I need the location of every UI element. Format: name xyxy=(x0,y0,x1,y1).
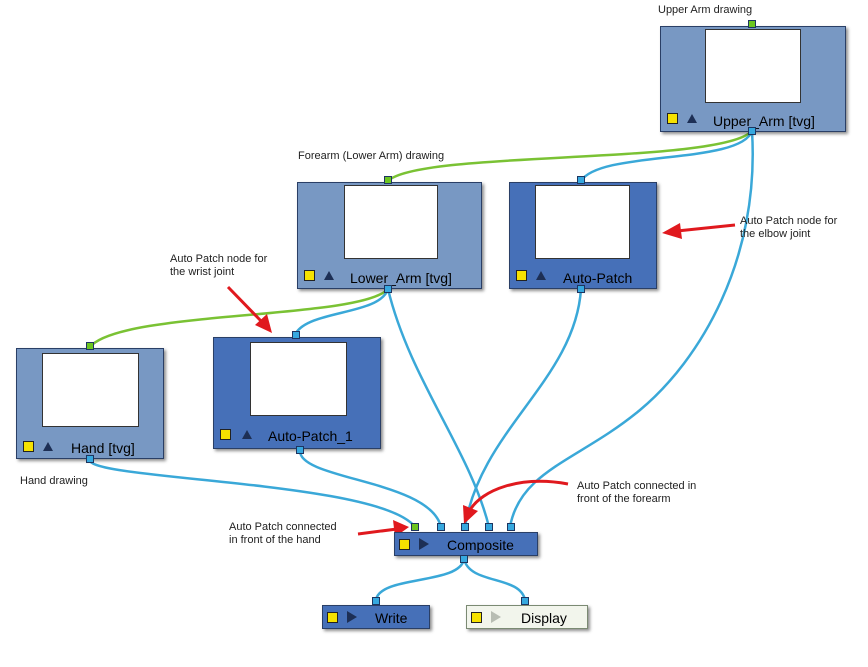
auto-patch-output-port[interactable] xyxy=(577,285,585,293)
node-label: Write xyxy=(375,610,408,626)
yellow-square-icon[interactable] xyxy=(220,429,231,440)
triangle-icon[interactable] xyxy=(536,271,546,280)
composite-input-port-2[interactable] xyxy=(437,523,445,531)
annotation-hand-front: Auto Patch connected in front of the han… xyxy=(229,521,337,546)
wire-lowerarm-to-hand xyxy=(89,288,389,348)
write-input-port[interactable] xyxy=(372,597,380,605)
hand-output-port[interactable] xyxy=(86,455,94,463)
node-hand[interactable]: Hand [tvg] xyxy=(16,348,164,459)
triangle-icon[interactable] xyxy=(242,430,252,439)
wire-hand-to-composite xyxy=(88,457,416,528)
node-thumbnail xyxy=(705,29,801,103)
lower-arm-input-port[interactable] xyxy=(384,176,392,184)
composite-input-port-5[interactable] xyxy=(507,523,515,531)
annotation-upper-arm: Upper Arm drawing xyxy=(658,4,753,16)
wire-autopatch1-to-composite xyxy=(298,450,443,528)
node-thumbnail xyxy=(535,185,630,259)
node-label: Hand [tvg] xyxy=(71,440,135,456)
node-thumbnail xyxy=(42,353,139,427)
node-auto-patch[interactable]: Auto-Patch xyxy=(509,182,657,289)
yellow-square-icon[interactable] xyxy=(516,270,527,281)
annotation-forearm-front: Auto Patch connected in front of the for… xyxy=(577,480,697,505)
annotation-forearm: Forearm (Lower Arm) drawing xyxy=(298,150,445,162)
composite-input-port-3[interactable] xyxy=(461,523,469,531)
wire-upperarm-to-autopatch xyxy=(579,130,754,182)
yellow-square-icon[interactable] xyxy=(399,539,410,550)
play-icon[interactable] xyxy=(491,611,501,623)
yellow-square-icon[interactable] xyxy=(667,113,678,124)
hand-input-port[interactable] xyxy=(86,342,94,350)
yellow-square-icon[interactable] xyxy=(327,612,338,623)
triangle-icon[interactable] xyxy=(324,271,334,280)
triangle-icon[interactable] xyxy=(687,114,697,123)
node-composite[interactable]: Composite xyxy=(394,532,538,556)
wire-composite-to-write xyxy=(374,558,466,601)
play-icon[interactable] xyxy=(347,611,357,623)
node-label: Upper_Arm [tvg] xyxy=(713,113,815,129)
composite-output-port[interactable] xyxy=(460,555,468,563)
red-arrow-icon xyxy=(463,479,569,524)
wire-lowerarm-to-autopatch1 xyxy=(294,288,390,334)
node-label: Lower_Arm [tvg] xyxy=(350,270,452,286)
annotation-wrist: Auto Patch node for the wrist joint xyxy=(170,253,268,278)
triangle-icon[interactable] xyxy=(43,442,53,451)
node-label: Auto-Patch xyxy=(563,270,633,286)
node-lower-arm[interactable]: Lower_Arm [tvg] xyxy=(297,182,482,289)
play-icon[interactable] xyxy=(419,538,429,550)
node-write[interactable]: Write xyxy=(322,605,430,629)
lower-arm-output-port[interactable] xyxy=(384,285,392,293)
auto-patch-input-port[interactable] xyxy=(577,176,585,184)
yellow-square-icon[interactable] xyxy=(304,270,315,281)
node-auto-patch-1[interactable]: Auto-Patch_1 xyxy=(213,337,381,449)
wire-composite-to-display xyxy=(462,558,527,601)
composite-input-port-4[interactable] xyxy=(485,523,493,531)
node-label: Auto-Patch_1 xyxy=(268,428,353,444)
node-thumbnail xyxy=(344,185,438,259)
node-upper-arm[interactable]: Upper_Arm [tvg] xyxy=(660,26,846,132)
wire-autopatch-to-composite xyxy=(463,288,583,528)
red-arrow-icon xyxy=(226,285,272,333)
upper-arm-input-port[interactable] xyxy=(748,20,756,28)
node-display[interactable]: Display xyxy=(466,605,588,629)
display-input-port[interactable] xyxy=(521,597,529,605)
red-arrow-icon xyxy=(662,223,736,239)
auto-patch-1-output-port[interactable] xyxy=(296,446,304,454)
annotation-hand: Hand drawing xyxy=(20,475,88,487)
upper-arm-output-port[interactable] xyxy=(748,127,756,135)
composite-input-port-1[interactable] xyxy=(411,523,419,531)
wire-upperarm-to-lowerarm xyxy=(387,130,753,182)
node-thumbnail xyxy=(250,342,347,416)
yellow-square-icon[interactable] xyxy=(471,612,482,623)
annotation-elbow: Auto Patch node for the elbow joint xyxy=(740,215,838,240)
auto-patch-1-input-port[interactable] xyxy=(292,331,300,339)
node-label: Display xyxy=(521,610,567,626)
yellow-square-icon[interactable] xyxy=(23,441,34,452)
node-label: Composite xyxy=(447,537,514,553)
